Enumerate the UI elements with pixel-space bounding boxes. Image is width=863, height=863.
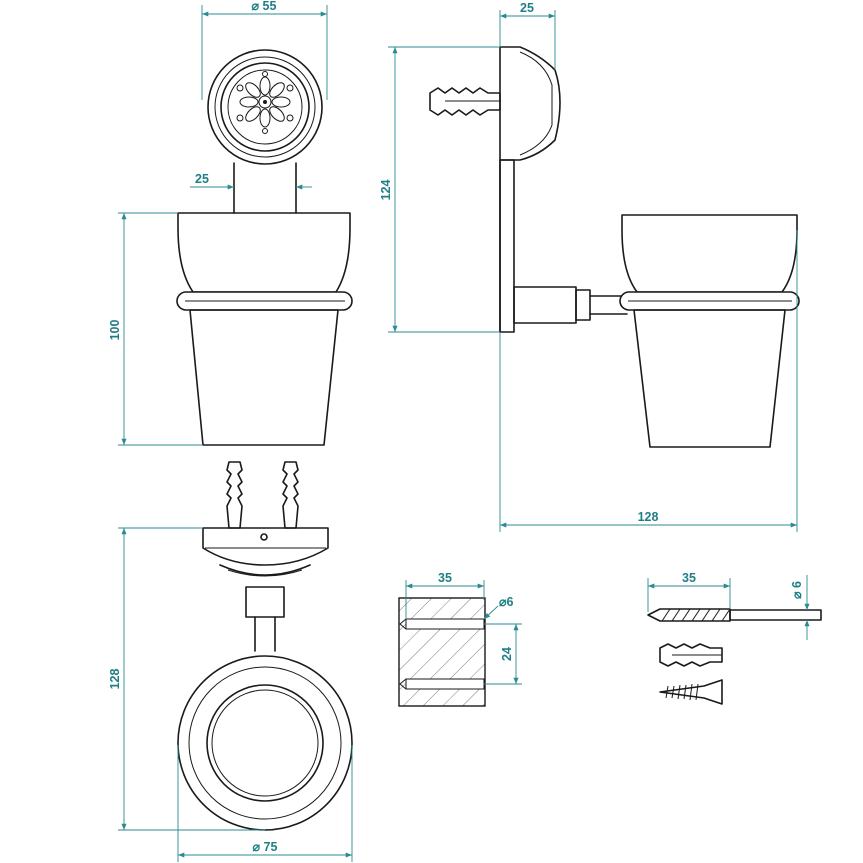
side-view (429, 46, 800, 448)
dim-bottom-length: 128 (108, 669, 122, 690)
dowel-plug-icon (659, 643, 723, 667)
screw-icon (659, 679, 723, 705)
dim-side-height: 124 (379, 180, 393, 201)
dim-top-stem: 25 (195, 172, 209, 186)
dim-front-height: 100 (108, 320, 122, 341)
rosette-wall-mount (207, 49, 323, 165)
dim-side-length: 128 (638, 510, 659, 524)
wall-section (398, 597, 486, 707)
cup-ring-top (177, 655, 353, 831)
cup-side (619, 214, 800, 448)
front-view (176, 49, 353, 446)
bottom-view (177, 461, 353, 831)
wall-dowel-icon (429, 87, 501, 116)
dim-block-spacing: 24 (500, 647, 514, 661)
dim-top-diameter: ⌀ 55 (252, 0, 277, 13)
dowel-right-icon (282, 461, 299, 529)
dim-bottom-diameter: ⌀ 75 (253, 840, 278, 854)
flower-ornament-icon (236, 71, 294, 134)
dim-drill-length: 35 (682, 571, 696, 585)
dowel-left-icon (226, 461, 243, 529)
dim-side-depth: 25 (520, 1, 534, 15)
drill-bit-icon (647, 608, 822, 622)
dim-block-width: 35 (438, 571, 452, 585)
dimension-labels: ⌀ 55 25 100 25 124 128 128 ⌀ 75 35 ⌀6 24… (108, 0, 804, 854)
dimension-lines (118, 5, 810, 862)
dim-block-hole: ⌀6 (499, 595, 514, 609)
cup-front (176, 212, 353, 446)
dim-drill-diameter: ⌀ 6 (790, 581, 804, 599)
